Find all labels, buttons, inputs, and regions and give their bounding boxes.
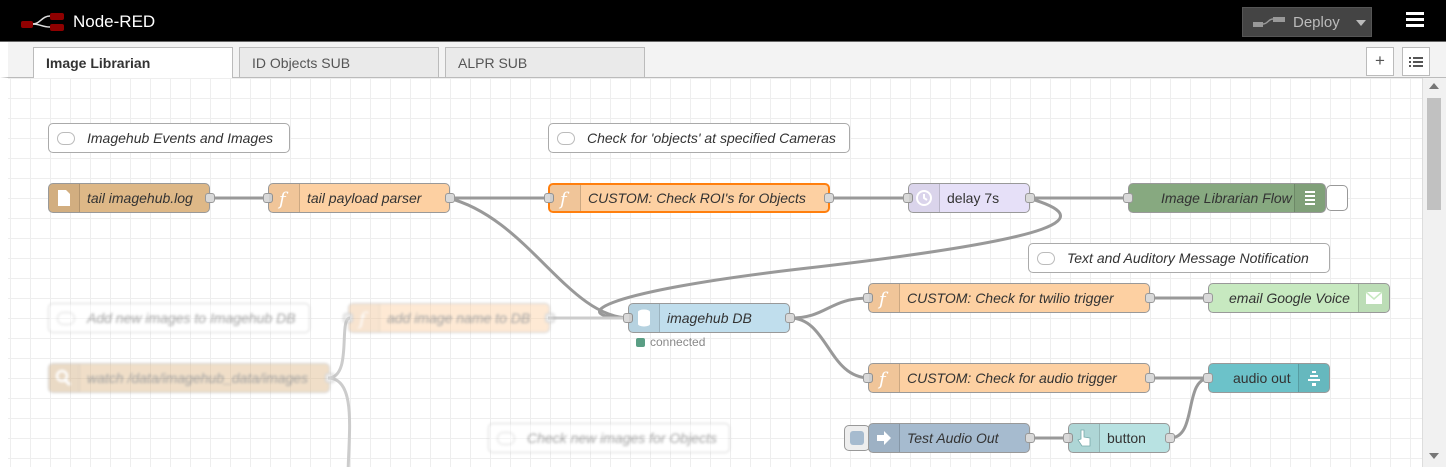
search-icon: [49, 364, 80, 392]
deploy-icon: [1253, 17, 1285, 27]
svg-text:f: f: [877, 369, 889, 390]
node-check-roi-objects[interactable]: f CUSTOM: Check ROI's for Objects: [544, 183, 834, 213]
function-icon: f: [269, 184, 300, 212]
comment-add-new-images[interactable]: Add new images to Imagehub DB: [48, 303, 310, 333]
inject-arrow-icon: [869, 424, 900, 452]
node-button[interactable]: button: [1063, 423, 1175, 453]
comment-icon: [557, 132, 575, 145]
envelope-icon: [1358, 284, 1389, 312]
output-port[interactable]: [1165, 433, 1175, 443]
input-port[interactable]: [1203, 293, 1213, 303]
node-test-audio-out[interactable]: Test Audio Out: [868, 423, 1035, 453]
comment-check-new-images[interactable]: Check new images for Objects: [488, 423, 730, 453]
app-title: Node-RED: [73, 12, 156, 31]
comment-icon: [57, 132, 75, 145]
output-port[interactable]: [824, 193, 834, 203]
workspace-tabs: Image Librarian ID Objects SUB ALPR SUB …: [0, 42, 1446, 78]
timer-icon: [909, 184, 940, 212]
output-port[interactable]: [1025, 433, 1035, 443]
output-port[interactable]: [545, 313, 555, 323]
input-port[interactable]: [623, 313, 633, 323]
status-dot-icon: [636, 338, 645, 347]
function-icon: f: [869, 284, 900, 312]
svg-text:f: f: [558, 189, 570, 210]
workspace-scrollbar[interactable]: [1422, 78, 1446, 467]
output-port[interactable]: [1145, 293, 1155, 303]
input-port[interactable]: [343, 313, 353, 323]
node-add-image-name[interactable]: f add image name to DB: [343, 303, 555, 333]
output-port[interactable]: [445, 193, 455, 203]
node-tail-imagehub-log[interactable]: tail imagehub.log: [48, 183, 215, 213]
debug-toggle-button[interactable]: [1326, 185, 1348, 211]
comment-icon: [497, 432, 515, 445]
output-port[interactable]: [1145, 373, 1155, 383]
hand-pointer-icon: [1069, 424, 1100, 452]
node-email-google-voice[interactable]: email Google Voice: [1203, 283, 1390, 313]
flow-workspace[interactable]: Imagehub Events and Images Check for 'ob…: [8, 78, 1422, 467]
node-twilio-trigger[interactable]: f CUSTOM: Check for twilio trigger: [863, 283, 1155, 313]
add-tab-button[interactable]: +: [1366, 47, 1394, 76]
output-port[interactable]: [205, 193, 215, 203]
deploy-button[interactable]: Deploy: [1242, 7, 1372, 37]
node-imagehub-db[interactable]: imagehub DB: [623, 303, 795, 333]
tab-image-librarian[interactable]: Image Librarian: [33, 47, 233, 78]
wires: [208, 196, 1211, 467]
tab-alpr-sub[interactable]: ALPR SUB: [445, 47, 645, 77]
input-port[interactable]: [544, 193, 554, 203]
tab-id-objects-sub[interactable]: ID Objects SUB: [239, 47, 439, 77]
node-audio-trigger[interactable]: f CUSTOM: Check for audio trigger: [863, 363, 1155, 393]
output-port[interactable]: [1025, 193, 1035, 203]
output-port[interactable]: [325, 373, 335, 383]
node-tail-payload-parser[interactable]: f tail payload parser: [263, 183, 455, 213]
file-icon: [49, 184, 80, 212]
node-delay[interactable]: delay 7s: [903, 183, 1035, 213]
output-port[interactable]: [785, 313, 795, 323]
function-icon: f: [869, 364, 900, 392]
speaker-icon: [1298, 364, 1329, 392]
scrollbar-thumb[interactable]: [1427, 98, 1441, 210]
input-port[interactable]: [263, 193, 273, 203]
debug-list-icon: [1294, 184, 1325, 212]
input-port[interactable]: [903, 193, 913, 203]
input-port[interactable]: [863, 373, 873, 383]
comment-imagehub-events[interactable]: Imagehub Events and Images: [48, 123, 290, 153]
status-badge: connected: [636, 335, 705, 349]
main-menu-button[interactable]: [1402, 10, 1428, 32]
scroll-up-icon[interactable]: [1429, 83, 1439, 89]
chevron-down-icon[interactable]: [1356, 20, 1366, 26]
comment-check-objects[interactable]: Check for 'objects' at specified Cameras: [548, 123, 850, 153]
svg-text:f: f: [277, 189, 289, 210]
svg-text:f: f: [357, 309, 369, 330]
comment-icon: [57, 312, 75, 325]
function-icon: f: [349, 304, 380, 332]
comment-icon: [1037, 252, 1055, 265]
svg-text:f: f: [877, 289, 889, 310]
list-tabs-button[interactable]: [1402, 47, 1430, 76]
header: Node-RED Deploy: [0, 0, 1446, 42]
input-port[interactable]: [863, 293, 873, 303]
node-image-librarian-flow[interactable]: Image Librarian Flow: [1123, 183, 1326, 213]
database-icon: [629, 304, 660, 332]
scroll-down-icon[interactable]: [1429, 453, 1439, 459]
hamburger-icon: [1406, 12, 1424, 15]
comment-text-audio[interactable]: Text and Auditory Message Notification: [1028, 243, 1330, 273]
list-icon: [1409, 57, 1423, 67]
input-port[interactable]: [1203, 373, 1213, 383]
node-red-logo-icon: [21, 13, 64, 31]
node-watch-images[interactable]: watch /data/imagehub_data/images: [48, 363, 335, 393]
node-audio-out[interactable]: audio out: [1203, 363, 1330, 393]
input-port[interactable]: [1063, 433, 1073, 443]
inject-trigger-button[interactable]: [844, 425, 870, 451]
deploy-label: Deploy: [1293, 14, 1340, 31]
function-icon: f: [550, 185, 581, 211]
input-port[interactable]: [1123, 193, 1133, 203]
